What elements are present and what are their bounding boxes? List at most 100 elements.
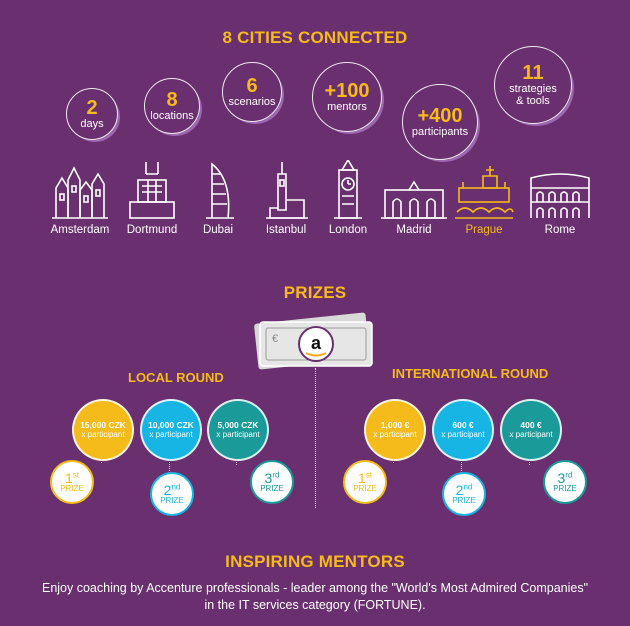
intl-prize-1-amount: 1,000 € x participant [364, 399, 426, 461]
center-divider [315, 368, 316, 508]
intl-prize-3-amount: 400 € x participant [500, 399, 562, 461]
stat-locations: 8 locations [144, 78, 200, 134]
city-name: Dortmund [126, 224, 178, 236]
city-rome: Rome [520, 160, 600, 236]
place-label: PRIZE [60, 484, 84, 493]
intl-second-prize-badge: 2nd PRIZE [442, 472, 486, 516]
intl-third-prize-badge: 3rd PRIZE [543, 460, 587, 504]
prize-note: x participant [216, 430, 260, 440]
international-round-title: INTERNATIONAL ROUND [392, 366, 549, 381]
place-label: PRIZE [353, 484, 377, 493]
mentors-heading: INSPIRING MENTORS [225, 552, 405, 571]
place-label: PRIZE [452, 496, 476, 505]
dubai-icon [206, 162, 234, 219]
place-suffix: nd [171, 482, 181, 492]
prize-note: x participant [373, 430, 417, 440]
local-first-prize-badge: 1st PRIZE [50, 460, 94, 504]
stat-label: strategies & tools [509, 82, 557, 107]
stat-number: 6 [246, 74, 258, 97]
intl-first-prize-badge: 1st PRIZE [343, 460, 387, 504]
amazon-giftcard-icon: a € [254, 312, 373, 370]
madrid-icon [381, 180, 447, 219]
place-number: 2 [163, 482, 172, 498]
place-label: PRIZE [260, 484, 284, 493]
stat-scenarios: 6 scenarios [222, 62, 282, 122]
prize-amount: 400 € [520, 419, 542, 430]
local-prize-2-amount: 10,000 CZK x participant [140, 399, 202, 461]
city-name: Amsterdam [50, 224, 110, 236]
city-prague: Prague [444, 160, 524, 236]
place-label: PRIZE [553, 484, 577, 493]
local-third-prize-badge: 3rd PRIZE [250, 460, 294, 504]
stat-label: mentors [327, 100, 367, 113]
svg-text:a: a [311, 333, 322, 353]
stat-label: scenarios [228, 95, 276, 108]
local-round-title: LOCAL ROUND [128, 370, 224, 385]
connector [529, 459, 530, 465]
prize-amount: 5,000 CZK [217, 419, 259, 430]
prize-amount: 600 € [452, 419, 474, 430]
dortmund-icon [129, 162, 175, 219]
city-name: Istanbul [265, 224, 307, 236]
city-name: Madrid [396, 224, 432, 236]
place-label: PRIZE [160, 496, 184, 505]
prize-amount: 15,000 CZK [80, 419, 126, 430]
prize-note: x participant [149, 430, 193, 440]
prize-amount: 1,000 € [380, 419, 410, 430]
local-prize-3-amount: 5,000 CZK x participant [207, 399, 269, 461]
mentors-description: Enjoy coaching by Accenture professional… [41, 581, 589, 612]
connector [393, 459, 394, 463]
cities-heading: 8 CITIES CONNECTED [222, 28, 408, 47]
stat-number: +100 [324, 79, 370, 102]
istanbul-icon [266, 162, 308, 219]
amsterdam-icon [52, 166, 108, 219]
place-number: 2 [455, 482, 464, 498]
rome-icon [530, 173, 590, 218]
stat-number: 8 [166, 88, 178, 111]
city-amsterdam: Amsterdam [40, 160, 120, 236]
city-istanbul: Istanbul [246, 160, 326, 236]
local-prize-1-amount: 15,000 CZK x participant [72, 399, 134, 461]
place-suffix: st [365, 470, 373, 480]
city-madrid: Madrid [374, 160, 454, 236]
city-name: Dubai [202, 224, 234, 236]
stat-label: locations [150, 109, 194, 122]
city-name: Rome [544, 224, 576, 236]
place-suffix: rd [565, 470, 573, 480]
place-number: 1 [357, 470, 366, 486]
intl-prize-2-amount: 600 € x participant [432, 399, 494, 461]
place-suffix: nd [463, 482, 473, 492]
stat-days: 2 days [66, 88, 118, 140]
stat-number: 2 [86, 96, 98, 119]
place-number: 1 [64, 470, 73, 486]
connector [461, 459, 462, 475]
svg-text:€: € [272, 333, 278, 345]
stat-number: +400 [417, 104, 463, 127]
prize-note: x participant [441, 430, 485, 440]
stat-label: participants [411, 125, 469, 138]
prize-note: x participant [509, 430, 553, 440]
city-name: London [328, 224, 368, 236]
connector [236, 459, 237, 465]
stat-mentors: +100 mentors [312, 62, 382, 132]
place-number: 3 [264, 470, 273, 486]
city-dortmund: Dortmund [112, 160, 192, 236]
stat-strategies: 11 strategies & tools [494, 46, 572, 124]
city-name: Prague [465, 224, 503, 236]
prize-note: x participant [81, 430, 125, 440]
london-icon [334, 160, 362, 219]
local-second-prize-badge: 2nd PRIZE [150, 472, 194, 516]
prague-icon [455, 166, 514, 219]
connector [101, 459, 102, 463]
prize-amount: 10,000 CZK [148, 419, 194, 430]
place-number: 3 [557, 470, 566, 486]
place-suffix: st [72, 470, 80, 480]
prizes-heading: PRIZES [283, 283, 347, 302]
city-dubai: Dubai [178, 160, 258, 236]
city-london: London [308, 160, 388, 236]
place-suffix: rd [272, 470, 280, 480]
connector [169, 459, 170, 475]
stat-participants: +400 participants [402, 84, 478, 160]
stat-number: 11 [522, 61, 544, 84]
stat-label: days [80, 117, 104, 130]
